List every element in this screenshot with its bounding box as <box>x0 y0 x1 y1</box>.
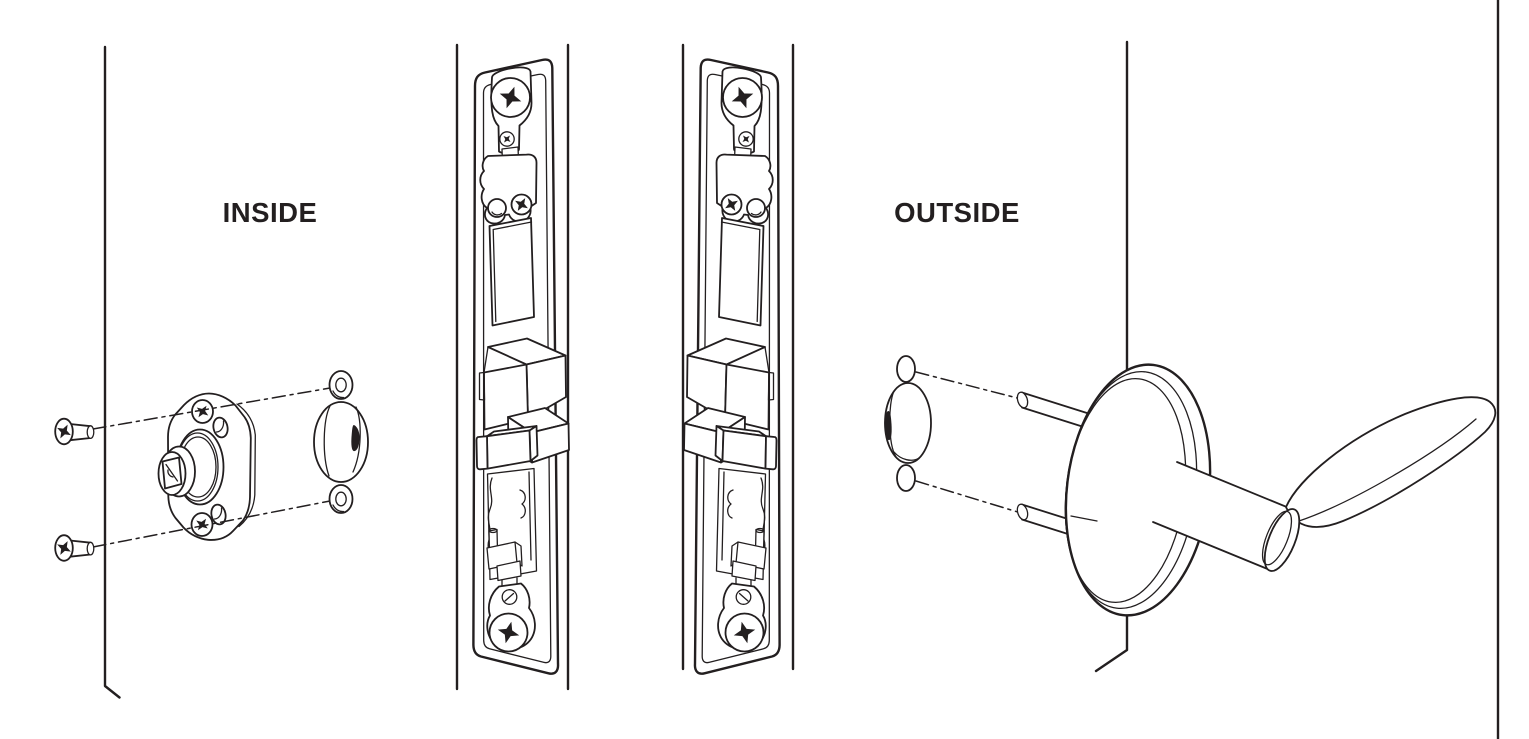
projection-lines-outside <box>915 371 1022 514</box>
door-edge-lines-right-latch <box>681 43 795 671</box>
inside-mounting-screws <box>53 419 93 561</box>
latch-unit-icon <box>684 60 780 674</box>
inside-turn-cap <box>313 401 369 483</box>
inside-label: INSIDE <box>223 197 318 228</box>
outside-screw-holes <box>896 355 916 492</box>
inside-rose-assembly <box>157 392 256 541</box>
spindle-washer-icon <box>328 370 354 400</box>
inside-door-edge <box>103 45 121 699</box>
door-edge-lines-left-latch <box>455 43 570 691</box>
projection-lines-inside <box>92 387 331 548</box>
latch-unit-icon <box>473 60 569 674</box>
outside-cylinder-cover <box>884 382 932 464</box>
lever-grip <box>1285 396 1497 528</box>
spindle-washer-icon <box>328 484 354 514</box>
flat-head-screw-icon <box>53 535 93 561</box>
flat-head-screw-icon <box>53 419 93 445</box>
outside-door-edge <box>1094 40 1129 673</box>
lever-handle <box>1152 396 1497 572</box>
outside-label: OUTSIDE <box>894 197 1020 228</box>
